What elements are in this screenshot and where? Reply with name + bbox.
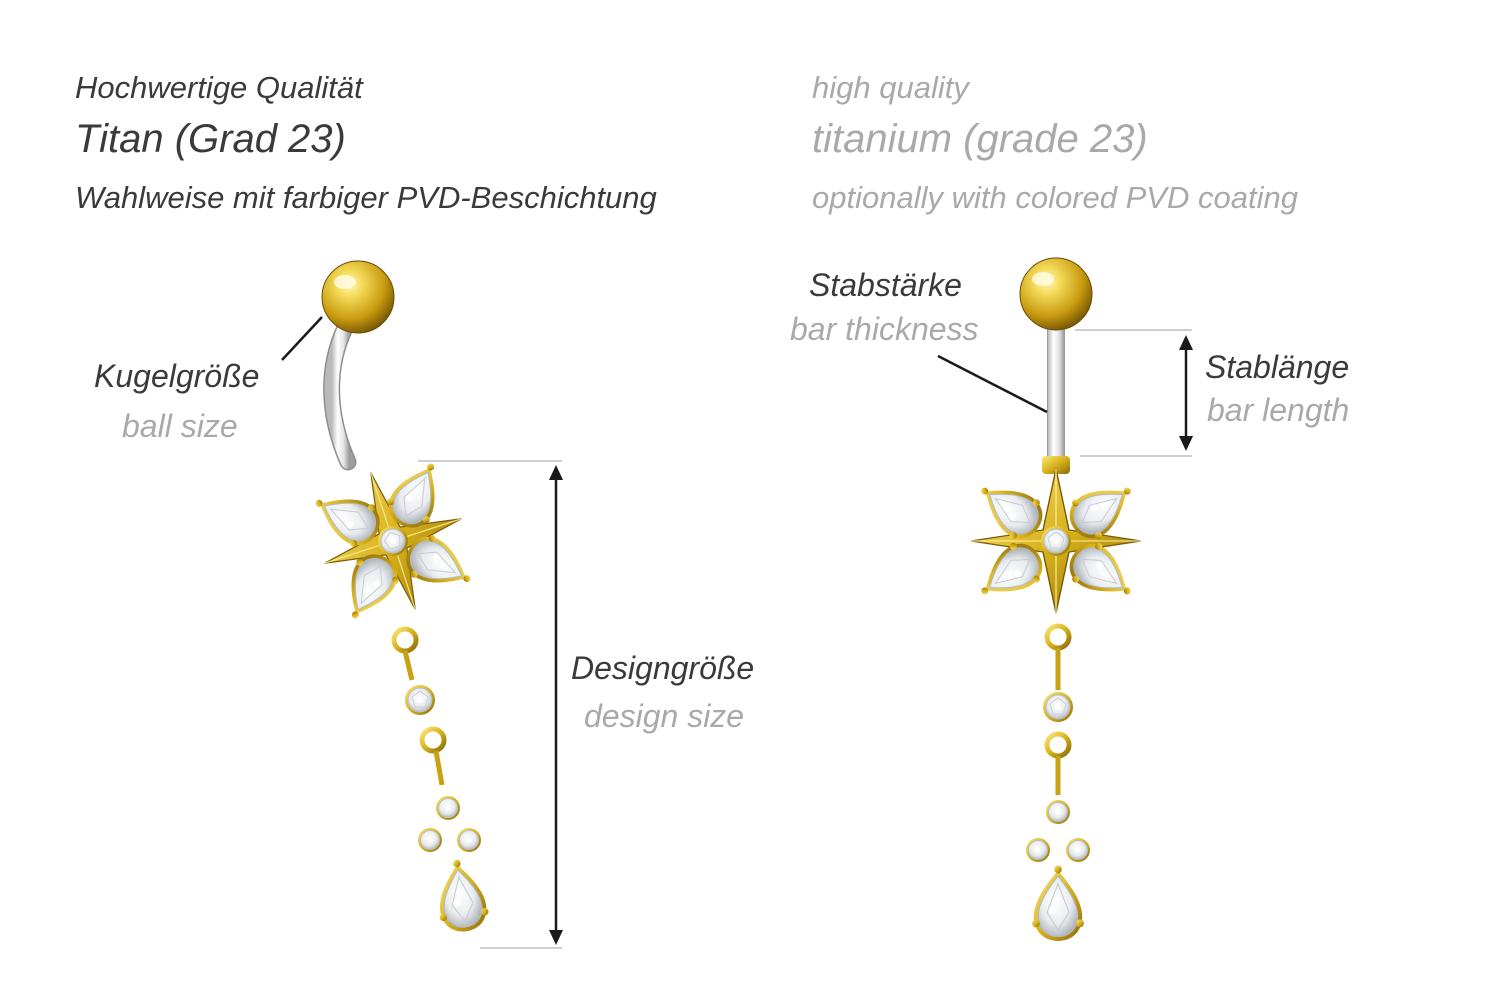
- bar-length-label-de: Stablänge: [1205, 349, 1350, 385]
- bar-thickness-label-de: Stabstärke: [809, 267, 962, 303]
- bar-length-label-en: bar length: [1207, 392, 1350, 428]
- header-de-quality: Hochwertige Qualität: [75, 70, 363, 105]
- ball-size-label-de: Kugelgröße: [94, 358, 260, 394]
- bar-thickness-leader: [937, 354, 1048, 414]
- bar-length-dimension: [1179, 335, 1193, 451]
- design-size-label-de: Designgröße: [571, 650, 755, 686]
- left-jewel: [301, 260, 492, 936]
- header-en-quality: high quality: [812, 70, 969, 105]
- right-jewel: [967, 257, 1145, 942]
- header-de-coating: Wahlweise mit farbiger PVD-Beschichtung: [75, 180, 657, 215]
- design-size-label-en: design size: [584, 698, 745, 734]
- bar-thickness-label-en: bar thickness: [790, 311, 979, 347]
- header-en-coating: optionally with colored PVD coating: [812, 180, 1298, 215]
- ball-size-label-en: ball size: [122, 408, 238, 444]
- ball-size-leader: [281, 316, 323, 361]
- header-en-material: titanium (grade 23): [812, 117, 1148, 161]
- header-de-material: Titan (Grad 23): [75, 117, 346, 161]
- design-size-dimension: [549, 465, 563, 945]
